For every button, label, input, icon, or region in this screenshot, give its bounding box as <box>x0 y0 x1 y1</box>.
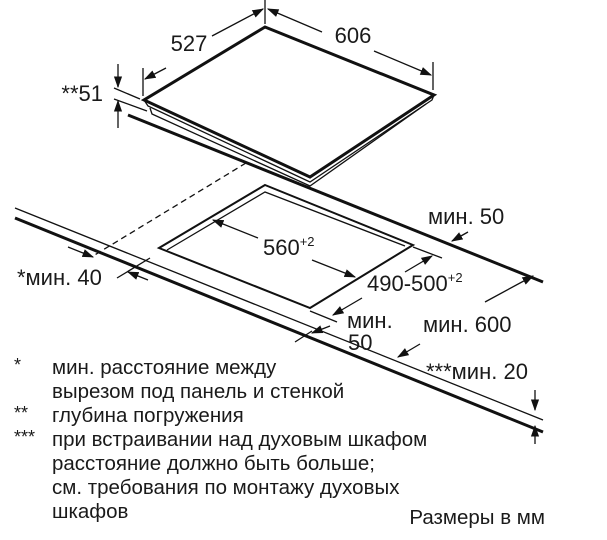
hob-depth-label: 527 <box>171 31 208 56</box>
min-worktop-arrow-b <box>396 343 421 358</box>
depth-dim-line-a <box>211 8 265 37</box>
hob-glass-edge <box>143 94 435 183</box>
units-label: Размеры в мм <box>409 506 545 529</box>
width-dim-line-b <box>373 50 433 76</box>
footnote-2: ** глубина погружения <box>0 403 607 428</box>
hob <box>140 25 438 187</box>
clearance-dimensions: мин. 50 *мин. 40 мин. 50 мин. 600 ***мин… <box>17 204 540 444</box>
min-front-label-2: 50 <box>348 330 372 355</box>
min-worktop-label: мин. 600 <box>423 312 512 337</box>
footnote-3-cont: расстояние должно быть больше; <box>0 452 607 476</box>
min-wall-label: *мин. 40 <box>17 265 102 290</box>
footnote-text: шкафов <box>52 500 129 523</box>
cutout-depth-ext-a <box>412 246 443 259</box>
worktop-front-edge-top <box>14 207 544 421</box>
immersion-ext-bottom <box>113 98 148 112</box>
footnote-text: при встраивании над духовым шкафом <box>52 428 428 451</box>
footnote-3-cont: см. требования по монтажу духовых <box>0 476 607 500</box>
depth-dim-line-b <box>143 67 167 80</box>
min-wall-arrow-a <box>67 246 95 258</box>
min-front-label-1: мин. <box>347 308 393 333</box>
footnote-3-cont: шкафов <box>0 500 607 524</box>
min-back-arrow <box>450 231 469 242</box>
width-dim-line-a <box>266 8 323 33</box>
worktop-back-edge <box>127 113 544 284</box>
min-front-ext-line <box>294 330 313 343</box>
hob-body <box>149 103 427 187</box>
hob-dimensions: 527 606 **51 <box>61 0 434 128</box>
hob-glass-top <box>140 25 438 179</box>
footnotes: * мин. расстояние между вырезом под пане… <box>0 355 607 529</box>
min-back-label: мин. 50 <box>428 204 504 229</box>
cutout-width-arrow-a <box>211 219 259 239</box>
footnote-text: расстояние должно быть больше; <box>52 452 375 475</box>
footnote-mark: * <box>14 355 22 375</box>
cutout-width-label: 560+2 <box>263 234 315 260</box>
footnote-text: см. требования по монтажу духовых <box>52 476 400 499</box>
cutout-outline <box>156 183 416 310</box>
cutout-depth-ext-b <box>309 310 338 323</box>
cutout: 560+2 490-500+2 <box>156 183 463 323</box>
min-worktop-arrow-a <box>484 275 535 303</box>
footnote-mark: ** <box>14 403 29 423</box>
min-wall-arrow-b <box>126 271 149 281</box>
min-front-arrow <box>310 325 331 334</box>
worktop-front-edge-bottom <box>14 216 544 434</box>
cutout-depth-arrow-b <box>331 297 363 316</box>
immersion-ext-top <box>113 87 141 100</box>
footnote-text: глубина погружения <box>52 404 244 427</box>
footnote-1: * мин. расстояние между <box>0 355 607 380</box>
footnote-3: *** при встраивании над духовым шкафом <box>0 427 607 452</box>
footnote-text: вырезом под панель и стенкой <box>52 380 345 403</box>
hob-width-label: 606 <box>335 23 372 48</box>
footnote-1-cont: вырезом под панель и стенкой <box>0 380 607 404</box>
cutout-depth-arrow-a <box>404 255 434 273</box>
cutout-depth-label: 490-500+2 <box>367 270 463 296</box>
min-thickness-label: ***мин. 20 <box>426 359 528 384</box>
footnote-mark: *** <box>14 427 36 447</box>
cutout-width-arrow-b <box>311 259 357 278</box>
footnote-text: мин. расстояние между <box>52 356 277 379</box>
worktop <box>14 113 544 434</box>
min-wall-ext-line <box>116 257 151 279</box>
cutout-inner-wall <box>166 191 406 251</box>
immersion-depth-label: **51 <box>61 81 103 106</box>
